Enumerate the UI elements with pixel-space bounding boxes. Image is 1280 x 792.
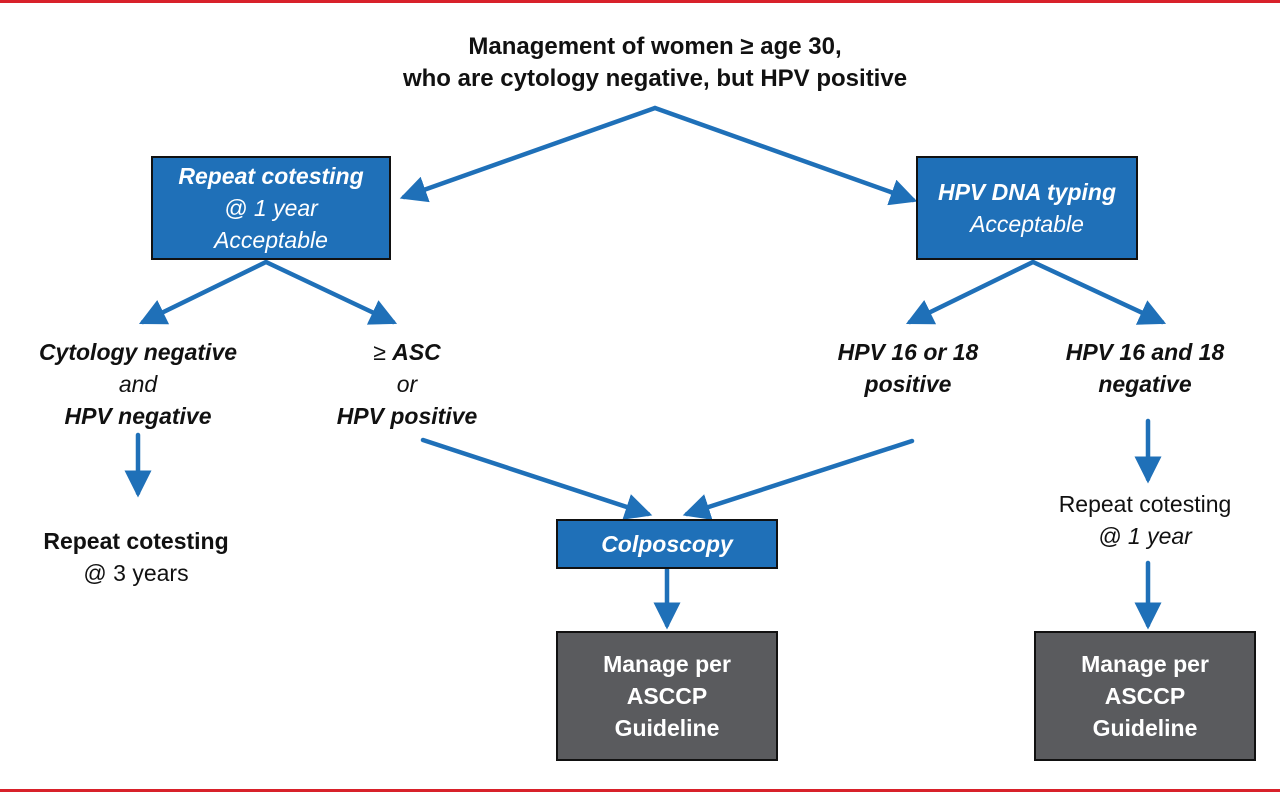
arrow-repeat-to-asc [263,259,398,325]
hpv-dna-typing-acceptable: Acceptable [970,211,1084,237]
outcome-hpv1618-negative: HPV 16 and 18 negative [1025,336,1265,400]
diagram-title-line1: Management of women ≥ age 30, [468,33,842,60]
outcome-asc: ≥ ASC or HPV positive [302,336,512,432]
outcome-cytology-negative: Cytology negative and HPV negative [8,336,268,432]
manage-left-line3: Guideline [614,715,720,741]
manage-right-line1: Manage per [1081,651,1209,677]
arrow-asc-to-colposcopy [420,437,653,520]
outcome-cytology-negative-line2: and [118,371,158,397]
manage-left-line1: Manage per [603,651,731,677]
bottom-border-line [0,789,1280,792]
repeat-cotesting-interval: @ 1 year [224,195,318,221]
geq-symbol: ≥ [373,339,393,365]
outcome-asc-line1: ≥ ASC [302,336,512,368]
repeat-cotesting-3-years-line1: Repeat cotesting [43,528,229,554]
manage-left-line2: ASCCP [626,683,708,709]
manage-per-asccp-box-left: Manage per ASCCP Guideline [556,631,778,761]
diagram-title: Management of women ≥ age 30, who are cy… [330,31,980,95]
repeat-cotesting-acceptable: Acceptable [214,227,328,253]
outcome-hpv1618-positive-line1: HPV 16 or 18 [837,339,979,365]
outcome-hpv1618-positive: HPV 16 or 18 positive [793,336,1023,400]
manage-right-line3: Guideline [1092,715,1198,741]
outcome-cytology-negative-line1: Cytology negative [38,339,238,365]
outcome-hpv1618-negative-line1: HPV 16 and 18 [1065,339,1225,365]
outcome-hpv1618-positive-line2: positive [864,371,952,397]
arrow-top-to-hpv-typing [652,105,918,206]
manage-per-asccp-box-right: Manage per ASCCP Guideline [1034,631,1256,761]
outcome-asc-line2: or [396,371,418,397]
repeat-cotesting-title: Repeat cotesting [178,163,364,189]
hpv-dna-typing-title: HPV DNA typing [937,179,1117,205]
repeat-cotesting-3-years-line2: @ 3 years [83,560,189,586]
arrow-repeat-to-cyto-negative [138,259,269,325]
arrow-typing-to-hpv1618-neg [1030,259,1167,325]
outcome-hpv1618-negative-line2: negative [1098,371,1192,397]
manage-right-line2: ASCCP [1104,683,1186,709]
hpv-dna-typing-box: HPV DNA typing Acceptable [916,156,1138,260]
colposcopy-label: Colposcopy [601,531,733,557]
outcome-cytology-negative-line3: HPV negative [64,403,212,429]
repeat-cotesting-1-year-line2: @ 1 year [1098,523,1192,549]
arrow-typing-to-hpv1618-pos [905,259,1036,325]
repeat-cotesting-box: Repeat cotesting @ 1 year Acceptable [151,156,391,260]
arrow-hpv1618-pos-to-colposcopy [682,438,915,520]
repeat-cotesting-1-year: Repeat cotesting @ 1 year [1025,488,1265,552]
repeat-cotesting-1-year-line1: Repeat cotesting [1058,491,1232,517]
colposcopy-box: Colposcopy [556,519,778,569]
diagram-title-line2: who are cytology negative, but HPV posit… [402,65,908,92]
arrow-top-to-repeat-cotesting [399,105,658,203]
repeat-cotesting-3-years: Repeat cotesting @ 3 years [6,525,266,589]
outcome-asc-line3: HPV positive [336,403,478,429]
outcome-asc-label: ASC [392,339,441,365]
top-border-line [0,0,1280,3]
